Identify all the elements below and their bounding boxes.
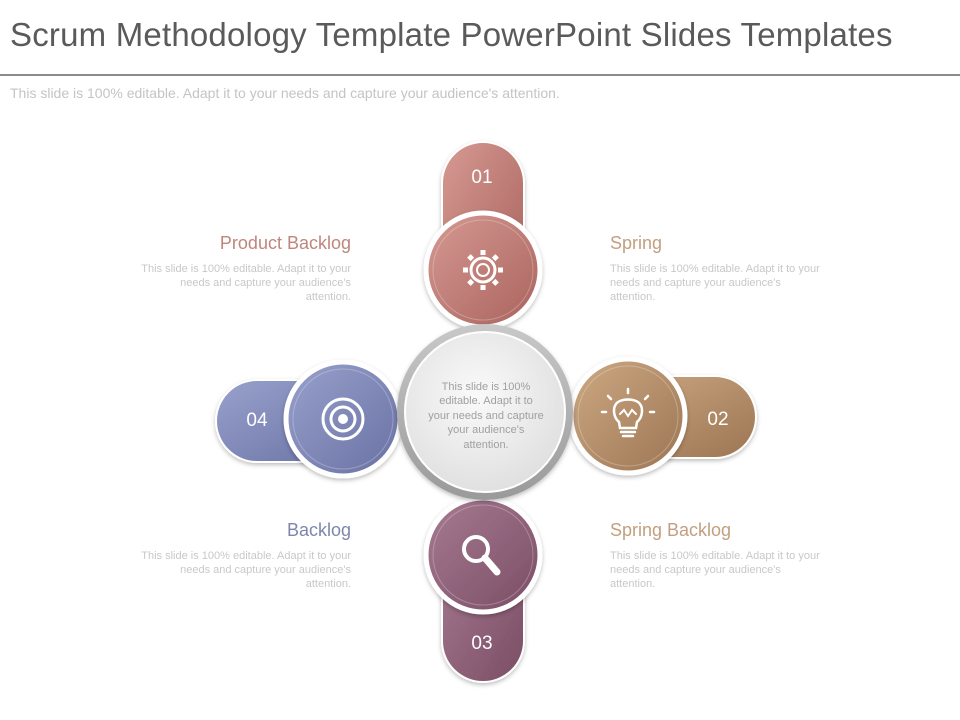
step-03-group: 03 xyxy=(423,495,543,683)
step-03-title: Spring Backlog xyxy=(610,520,732,540)
magnifier-icon xyxy=(462,535,501,576)
slide-subtitle: This slide is 100% editable. Adapt it to… xyxy=(10,85,560,101)
step-04-number: 04 xyxy=(246,410,268,431)
step-04-description: This slide is 100% editable. Adapt it to… xyxy=(141,550,351,590)
step-02-number: 02 xyxy=(707,409,728,430)
step-01-description: This slide is 100% editable. Adapt it to… xyxy=(141,263,351,303)
step-04-group: 04 xyxy=(215,359,403,479)
step-03-number: 03 xyxy=(471,633,492,654)
center-hub xyxy=(397,324,573,500)
step-03-circle xyxy=(423,495,543,615)
step-03-description: This slide is 100% editable. Adapt it to… xyxy=(610,550,820,590)
step-01-number: 01 xyxy=(471,167,492,188)
step-01-group: 01 xyxy=(423,141,543,330)
target-icon xyxy=(321,397,365,441)
title-divider xyxy=(0,74,960,76)
gear-icon xyxy=(463,250,503,290)
step-02-description: This slide is 100% editable. Adapt it to… xyxy=(610,263,820,303)
slide-title: Scrum Methodology Template PowerPoint Sl… xyxy=(10,16,893,53)
step-02-group: 02 xyxy=(568,356,757,476)
step-01-title: Product Backlog xyxy=(219,233,351,253)
step-04-title: Backlog xyxy=(286,520,351,540)
step-01-circle xyxy=(423,210,543,330)
step-02-title: Spring xyxy=(610,233,663,253)
lightbulb-icon xyxy=(600,387,656,438)
center-description: This slide is 100% editable. Adapt it to… xyxy=(428,381,544,451)
